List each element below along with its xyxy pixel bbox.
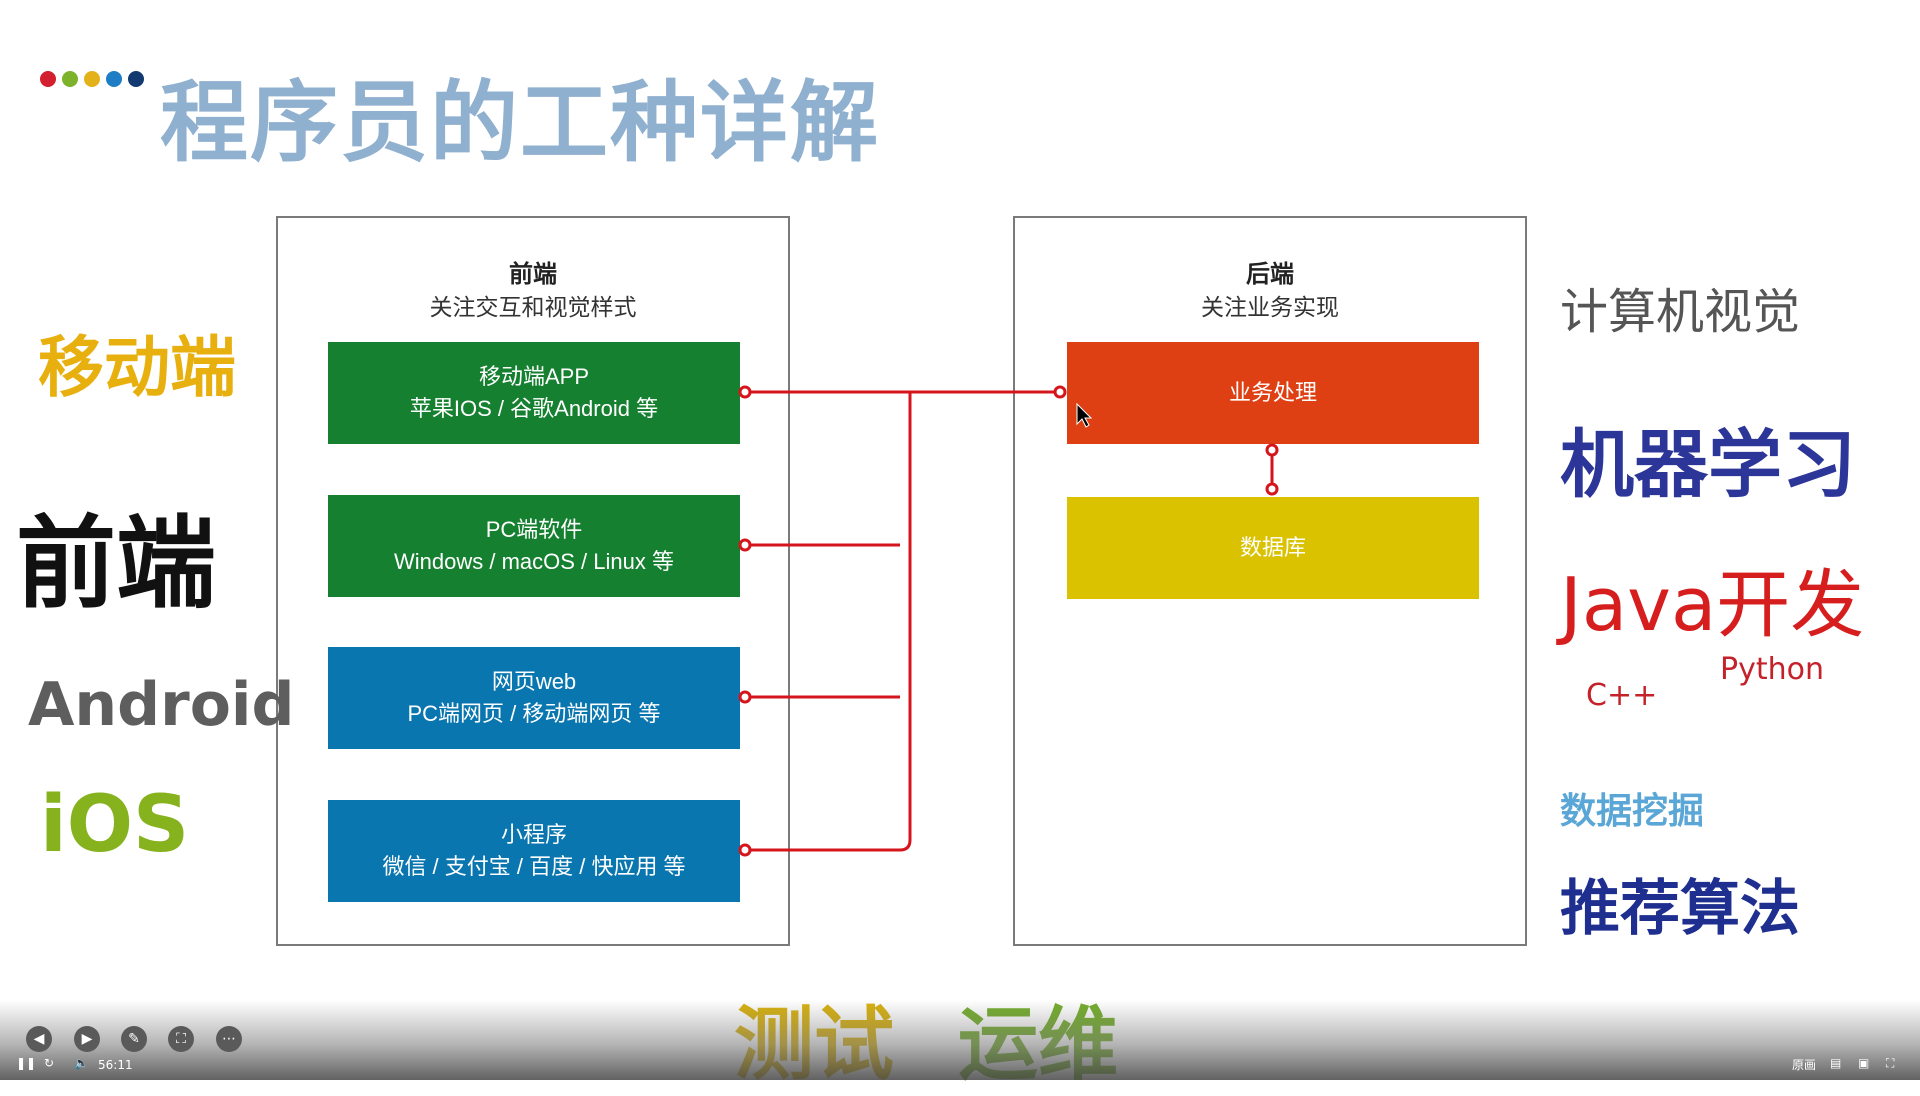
box-pc-software-title: PC端软件 (485, 517, 583, 542)
frontend-title: 前端 (509, 260, 557, 288)
word-recommendation: 推荐算法 (1560, 874, 1800, 944)
next-slide-button[interactable]: ▶ (74, 1026, 100, 1052)
volume-icon[interactable]: 🔈 (74, 1056, 89, 1070)
word-ios: iOS (40, 780, 190, 870)
dot-green (62, 71, 78, 87)
picture-in-picture-icon[interactable]: ▣ (1858, 1056, 1870, 1070)
dot-red (40, 71, 56, 87)
connector-end-mini (738, 843, 752, 857)
box-database-label: 数据库 (1239, 535, 1306, 560)
word-machine-learning: 机器学习 (1560, 422, 1856, 508)
box-mobile-app-detail: 苹果IOS / 谷歌Android 等 (409, 396, 659, 421)
word-java: Java开发 (1560, 562, 1865, 648)
previous-slide-button[interactable]: ◀ (26, 1026, 52, 1052)
box-web: 网页web PC端网页 / 移动端网页 等 (328, 647, 740, 749)
backend-title: 后端 (1246, 260, 1294, 288)
box-mini-program-detail: 微信 / 支付宝 / 百度 / 快应用 等 (382, 854, 686, 879)
connector-end-pc (738, 538, 752, 552)
player-control-bar: ◀ ▶ ✎ ⛶ ⋯ ❚❚ ↻ 🔈 56:11 原画 ▤ ▣ ⛶ (0, 1000, 1920, 1080)
slide-title: 程序员的工种详解 (160, 71, 881, 174)
backend-subtitle: 关注业务实现 (1201, 295, 1339, 321)
quality-label[interactable]: 原画 (1792, 1058, 1817, 1072)
dot-navy (128, 71, 144, 87)
box-database: 数据库 (1067, 497, 1479, 599)
pen-icon[interactable]: ✎ (121, 1026, 147, 1052)
frontend-subtitle: 关注交互和视觉样式 (429, 295, 637, 321)
box-pc-software: PC端软件 Windows / macOS / Linux 等 (328, 495, 740, 597)
connector-trunk (899, 392, 912, 852)
box-web-detail: PC端网页 / 移动端网页 等 (407, 701, 661, 726)
box-mobile-app: 移动端APP 苹果IOS / 谷歌Android 等 (328, 342, 740, 444)
connector-end-business (1053, 385, 1067, 399)
fullscreen-icon[interactable]: ⛶ (1886, 1056, 1895, 1070)
box-pc-software-detail: Windows / macOS / Linux 等 (394, 549, 674, 574)
connector-end-db-bottom (1265, 482, 1279, 496)
subtitle-icon[interactable]: ▤ (1830, 1056, 1842, 1070)
title-dots (40, 71, 144, 87)
connector-end-db-top (1265, 443, 1279, 457)
word-data-mining: 数据挖掘 (1560, 791, 1705, 832)
box-mobile-app-title: 移动端APP (478, 364, 590, 389)
box-mini-program-title: 小程序 (500, 822, 567, 847)
dot-blue (106, 71, 122, 87)
box-business-logic-label: 业务处理 (1228, 380, 1317, 405)
mouse-cursor-icon (1076, 402, 1093, 428)
playback-time: 56:11 (98, 1058, 133, 1072)
more-options-icon[interactable]: ⋯ (216, 1026, 242, 1052)
box-business-logic: 业务处理 (1067, 342, 1479, 444)
backend-panel: 后端 关注业务实现 业务处理 数据库 (1013, 216, 1527, 946)
connector-end-web (738, 690, 752, 704)
word-mobile: 移动端 (38, 329, 236, 406)
frontend-panel: 前端 关注交互和视觉样式 移动端APP 苹果IOS / 谷歌Android 等 … (276, 216, 790, 946)
box-web-title: 网页web (491, 669, 577, 694)
dot-yellow (84, 71, 100, 87)
screenshot-icon[interactable]: ⛶ (168, 1026, 194, 1052)
connector-end-mobile (738, 385, 752, 399)
word-android: Android (28, 670, 295, 740)
pause-icon[interactable]: ❚❚ (16, 1056, 37, 1070)
word-computer-vision: 计算机视觉 (1560, 284, 1801, 340)
word-python: Python (1720, 652, 1824, 687)
word-frontend: 前端 (16, 505, 216, 622)
box-mini-program: 小程序 微信 / 支付宝 / 百度 / 快应用 等 (328, 800, 740, 902)
loop-icon[interactable]: ↻ (44, 1056, 55, 1070)
word-cpp: C++ (1586, 678, 1658, 713)
